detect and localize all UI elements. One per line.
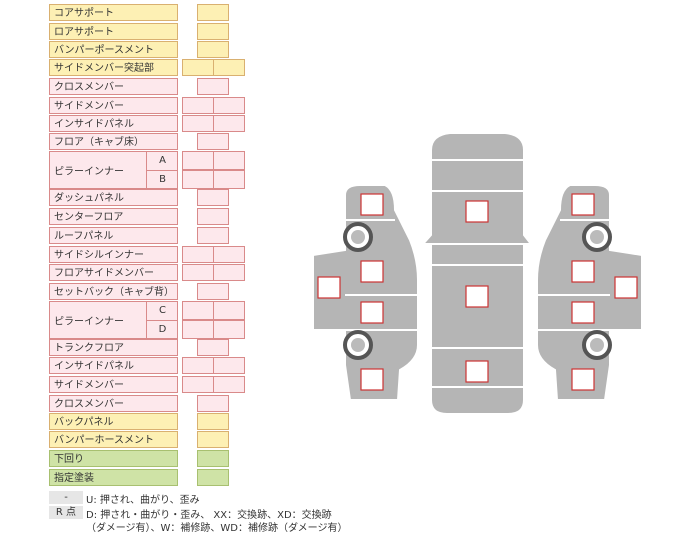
row-inside-panel-front: インサイドパネル [49,115,178,132]
entry-cell[interactable] [197,4,229,21]
row-back-panel: バックパネル [49,413,178,430]
inspect-box-left-1 [360,193,384,216]
entry-cell[interactable] [182,301,214,320]
legend-key-dash: - [49,491,83,504]
entry-cell[interactable] [197,227,229,244]
wheel-rear-left [343,330,373,360]
pillar-inner-ab-label: ピラーインナー [54,166,124,178]
entry-cell[interactable] [213,301,245,320]
entry-cell[interactable] [197,208,229,225]
entry-cell[interactable] [182,376,214,393]
row-setback: セットバック（キャブ背） [49,283,178,300]
entry-cell[interactable] [197,189,229,206]
row-floor-side-member: フロアサイドメンバー [49,264,178,281]
row-lower-support: ロアサポート [49,23,178,40]
entry-cell[interactable] [213,151,245,170]
row-floor-cab: フロア（キャブ床） [49,133,178,150]
row-specified-paint: 指定塗装 [49,469,178,486]
group-pillar-inner-ab: ピラーインナー A B [49,151,178,189]
inspect-box-right-4 [571,301,595,324]
entry-cell[interactable] [197,413,229,430]
legend-line-3: （ダメージ有）、W：補修跡、WD：補修跡（ダメージ有） [86,523,348,534]
wheel-front-left [343,222,373,252]
inspect-box-left-4 [360,301,384,324]
row-side-member-front: サイドメンバー [49,97,178,114]
row-side-member-rear: サイドメンバー [49,376,178,393]
pillar-a-label: A [146,152,178,170]
pillar-c-label: C [146,302,178,320]
entry-cell[interactable] [213,59,245,76]
inspect-box-left-5 [360,368,384,391]
entry-cell[interactable] [213,376,245,393]
entry-cell[interactable] [182,59,214,76]
inspect-box-top-1 [465,200,489,223]
entry-cell[interactable] [197,41,229,58]
entry-cell[interactable] [197,23,229,40]
entry-cell[interactable] [197,431,229,448]
entry-cell[interactable] [213,170,245,189]
entry-cell[interactable] [182,115,214,132]
car-left-side-view [312,184,419,401]
entry-cell[interactable] [197,339,229,356]
inspect-box-top-2 [465,285,489,308]
entry-cell[interactable] [182,264,214,281]
row-cross-member-rear: クロスメンバー [49,395,178,412]
entry-cell[interactable] [197,78,229,95]
row-inside-panel-rear: インサイドパネル [49,357,178,374]
entry-cell[interactable] [182,246,214,263]
row-core-support: コアサポート [49,4,178,21]
row-bumper-reinforcement-rear: バンパーホースメント [49,431,178,448]
entry-cell[interactable] [197,450,229,467]
row-undercarriage: 下回り [49,450,178,467]
entry-cell[interactable] [197,395,229,412]
entry-cell[interactable] [182,97,214,114]
entry-cell[interactable] [213,246,245,263]
row-side-member-projection: サイドメンバー突起部 [49,59,178,76]
legend-line-2: D: 押され・曲がり・歪み、 XX：交換跡、XD：交換跡 [86,510,332,521]
inspect-box-left-2 [360,260,384,283]
inspect-box-right-2 [571,260,595,283]
car-top-view [420,132,534,415]
pillar-d-label: D [146,320,178,339]
wheel-front-right [582,222,612,252]
entry-cell[interactable] [182,170,214,189]
legend-key-r: R 点 [49,506,83,519]
row-dash-panel: ダッシュパネル [49,189,178,206]
entry-cell[interactable] [197,283,229,300]
entry-cell[interactable] [213,264,245,281]
entry-cell[interactable] [197,469,229,486]
row-trunk-floor: トランクフロア [49,339,178,356]
pillar-inner-cd-label: ピラーインナー [54,316,124,328]
inspect-box-right-1 [571,193,595,216]
entry-cell[interactable] [213,115,245,132]
row-cross-member-front: クロスメンバー [49,78,178,95]
row-roof-panel: ルーフパネル [49,227,178,244]
pillar-b-label: B [146,170,178,189]
inspect-box-right-3 [614,276,638,299]
entry-cell[interactable] [182,151,214,170]
car-right-side-view [536,184,643,401]
group-pillar-inner-cd: ピラーインナー C D [49,301,178,339]
entry-cell[interactable] [213,357,245,374]
legend-line-1: U: 押され、曲がり、歪み [86,495,200,506]
row-side-sill-inner: サイドシルインナー [49,246,178,263]
inspect-box-top-3 [465,360,489,383]
entry-cell[interactable] [213,97,245,114]
entry-cell[interactable] [197,133,229,150]
inspect-box-right-5 [571,368,595,391]
entry-cell[interactable] [182,357,214,374]
wheel-rear-right [582,330,612,360]
entry-cell[interactable] [213,320,245,339]
row-center-floor: センターフロア [49,208,178,225]
entry-cell[interactable] [182,320,214,339]
row-bumper-reinforcement-front: バンパーポースメント [49,41,178,58]
inspect-box-left-3 [317,276,341,299]
